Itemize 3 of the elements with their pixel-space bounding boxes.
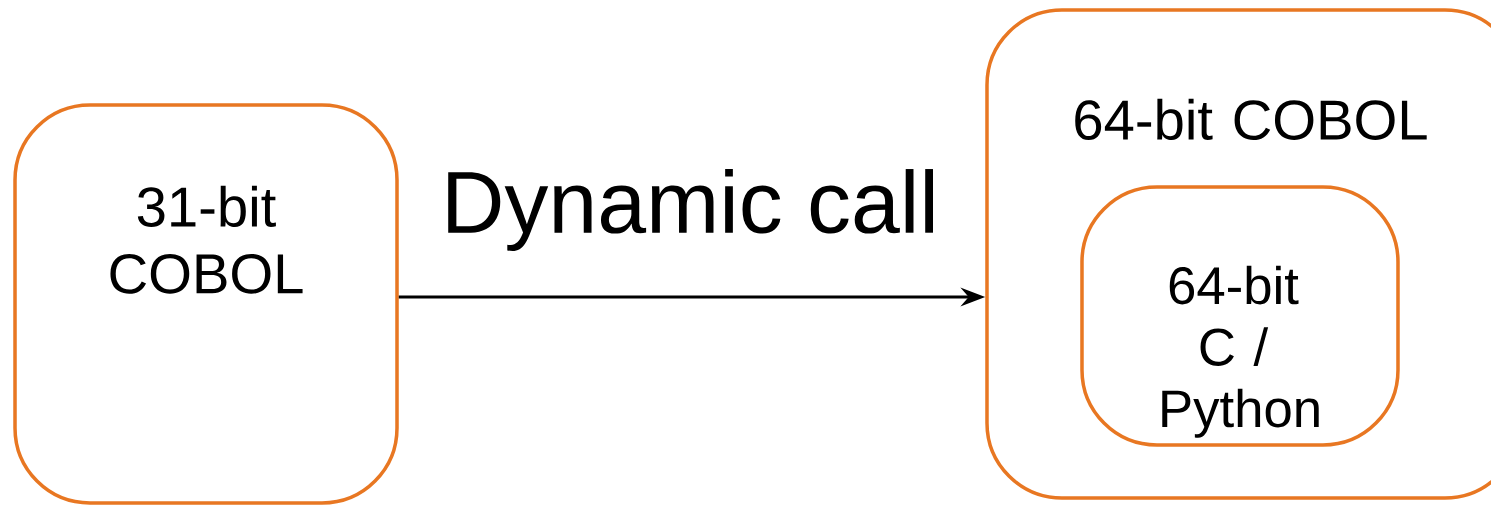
- edge-label: Dynamic call: [448, 169, 933, 251]
- process-box: 64-bit C / Python: [1080, 185, 1400, 447]
- process-box: 31-bit COBOL: [13, 103, 399, 505]
